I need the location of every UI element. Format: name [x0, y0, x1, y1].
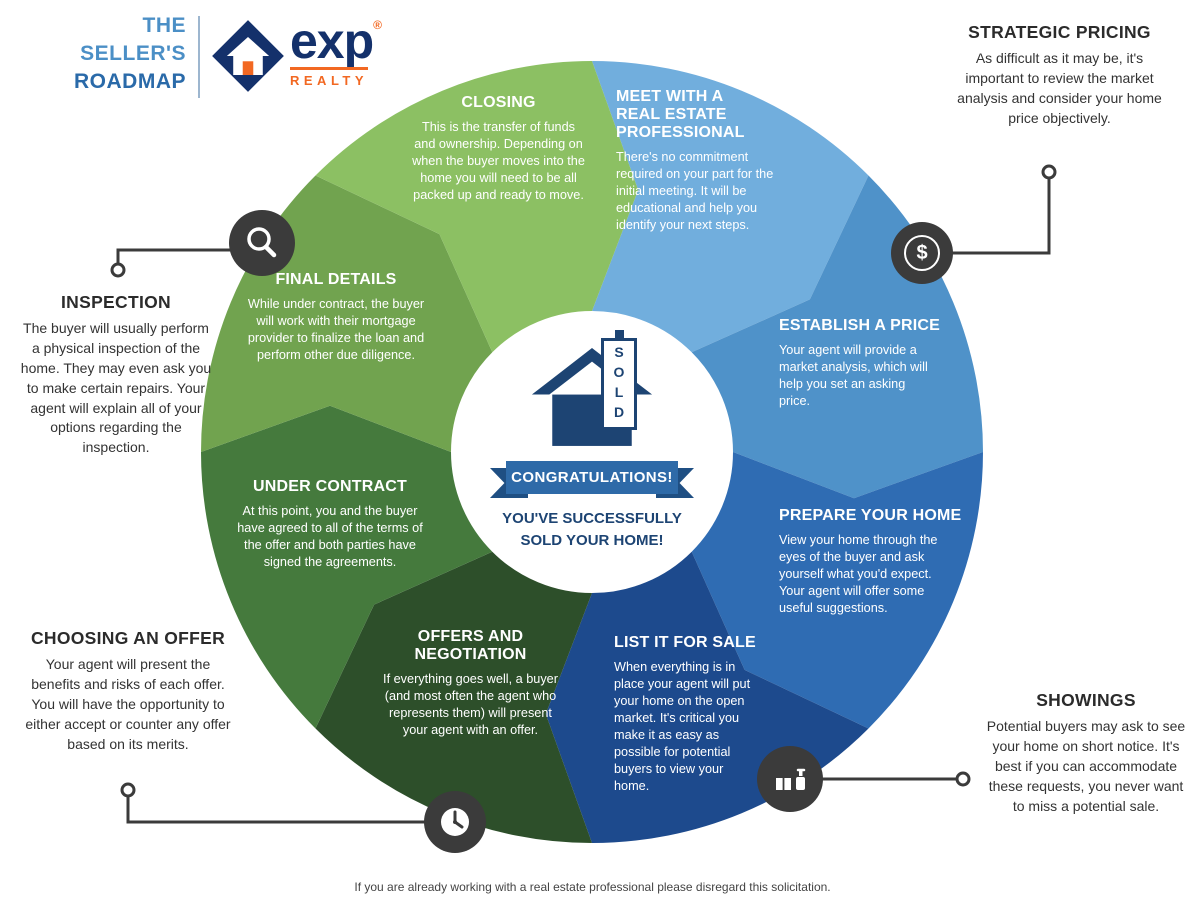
exp-realty-label: REALTY	[290, 67, 369, 88]
success-message-line1: YOU'VE SUCCESSFULLY	[502, 510, 682, 527]
strategic-pricing-icon-circle: $	[891, 222, 953, 284]
wheel-segment-text-closing: CLOSING This is the transfer of funds an…	[412, 94, 585, 204]
callout-choosing-an-offer: CHOOSING AN OFFER Your agent will presen…	[25, 628, 231, 754]
segment-body-under-contract: At this point, you and the buyer have ag…	[237, 503, 423, 569]
person-with-box-icon	[776, 768, 806, 790]
inspection-icon-circle	[229, 210, 295, 276]
segment-title-under-contract: UNDER CONTRACT	[253, 478, 407, 495]
segment-title-offers: OFFERS AND NEGOTIATION	[414, 628, 527, 663]
wheel-segment-prepare	[691, 452, 983, 729]
choosing-offer-connector-line	[126, 797, 452, 824]
wheel-segment-text-offers: OFFERS AND NEGOTIATION If everything goe…	[377, 628, 564, 739]
segment-body-meet: There's no commitment required on your p…	[616, 149, 774, 232]
banner-label: CONGRATULATIONS!	[506, 461, 678, 494]
wheel-segment-text-prepare: PREPARE YOUR HOME View your home through…	[779, 507, 962, 617]
wheel-segment-text-establish: ESTABLISH A PRICE Your agent will provid…	[779, 317, 941, 410]
wheel-segment-closing	[315, 61, 639, 353]
segment-title-closing: CLOSING	[461, 94, 536, 111]
wheel-segment-meet	[592, 60, 869, 353]
strategic-pricing-connector-dot	[1041, 164, 1057, 180]
callout-inspection: INSPECTION The buyer will usually perfor…	[18, 292, 214, 458]
segment-title-establish: ESTABLISH A PRICE	[779, 317, 941, 334]
wheel-segment-text-list: LIST IT FOR SALE When everything is in p…	[614, 634, 756, 795]
success-message-line2: SOLD YOUR HOME!	[520, 531, 664, 549]
exp-realty-logo: exp® REALTY	[210, 16, 383, 94]
wheel-segment-text-final-details: FINAL DETAILS While under contract, the …	[238, 271, 434, 364]
callout-body-showings: Potential buyers may ask to see your hom…	[986, 718, 1185, 814]
disclaimer-text: If you are already working with a real e…	[354, 880, 831, 894]
segment-body-offers: If everything goes well, a buyer (and mo…	[383, 671, 558, 737]
page-title-line1: THE	[142, 14, 186, 37]
wheel-segment-text-under-contract: UNDER CONTRACT At this point, you and th…	[233, 478, 427, 571]
choosing-offer-connector-dot	[120, 782, 136, 798]
sold-sign: SOLD	[601, 338, 637, 430]
exp-brand-name: exp	[290, 13, 374, 69]
clock-icon	[441, 808, 469, 836]
page-title: THE SELLER'S ROADMAP	[48, 12, 186, 96]
magnifier-icon	[247, 227, 277, 258]
segment-body-list: When everything is in place your agent w…	[614, 659, 751, 794]
segment-title-final-details: FINAL DETAILS	[275, 271, 397, 288]
callout-body-inspection: The buyer will usually perform a physica…	[20, 320, 212, 456]
registered-mark: ®	[373, 18, 383, 32]
segment-title-prepare: PREPARE YOUR HOME	[779, 507, 962, 524]
strategic-pricing-connector-line	[925, 179, 1051, 255]
wheel-segment-offers	[315, 551, 592, 843]
callout-title-strategic-pricing: STRATEGIC PRICING	[968, 22, 1151, 42]
segment-body-establish: Your agent will provide a market analysi…	[779, 342, 928, 408]
inspection-connector-line	[116, 248, 262, 263]
callout-body-choosing-an-offer: Your agent will present the benefits and…	[25, 656, 231, 752]
callout-title-inspection: INSPECTION	[61, 292, 171, 312]
dollar-glyph: $	[916, 241, 928, 264]
callout-title-showings: SHOWINGS	[1036, 690, 1136, 710]
showings-icon-circle	[757, 746, 823, 812]
sold-sign-label: SOLD	[611, 344, 627, 424]
segment-body-final-details: While under contract, the buyer will wor…	[247, 296, 425, 362]
wheel-segment-under	[201, 405, 493, 729]
header-divider	[198, 16, 200, 98]
segment-body-prepare: View your home through the eyes of the b…	[779, 532, 938, 615]
segment-title-meet: MEET WITH A REAL ESTATE PROFESSIONAL	[616, 88, 745, 141]
inspection-connector-dot	[110, 262, 126, 278]
segment-body-closing: This is the transfer of funds and owners…	[412, 119, 585, 202]
callout-body-strategic-pricing: As difficult as it may be, it's importan…	[957, 50, 1162, 126]
callout-strategic-pricing: STRATEGIC PRICING As difficult as it may…	[952, 22, 1167, 129]
showings-connector-dot	[955, 771, 971, 787]
choosing-offer-icon-circle	[424, 791, 486, 853]
sold-sign-post	[615, 330, 624, 342]
segment-title-list: LIST IT FOR SALE	[614, 634, 756, 651]
exp-logo-icon	[212, 20, 284, 92]
callout-title-choosing-an-offer: CHOOSING AN OFFER	[30, 628, 226, 648]
page-title-line3: ROADMAP	[74, 70, 186, 93]
page-title-line2: SELLER'S	[80, 42, 186, 65]
exp-logo-text: exp® REALTY	[290, 16, 383, 90]
wheel-segment-text-meet: MEET WITH A REAL ESTATE PROFESSIONAL The…	[616, 88, 774, 234]
dollar-icon: $	[904, 235, 940, 271]
callout-showings: SHOWINGS Potential buyers may ask to see…	[983, 690, 1185, 816]
congratulations-banner: CONGRATULATIONS!	[490, 461, 694, 501]
success-message: YOU'VE SUCCESSFULLY SOLD YOUR HOME!	[494, 508, 690, 552]
